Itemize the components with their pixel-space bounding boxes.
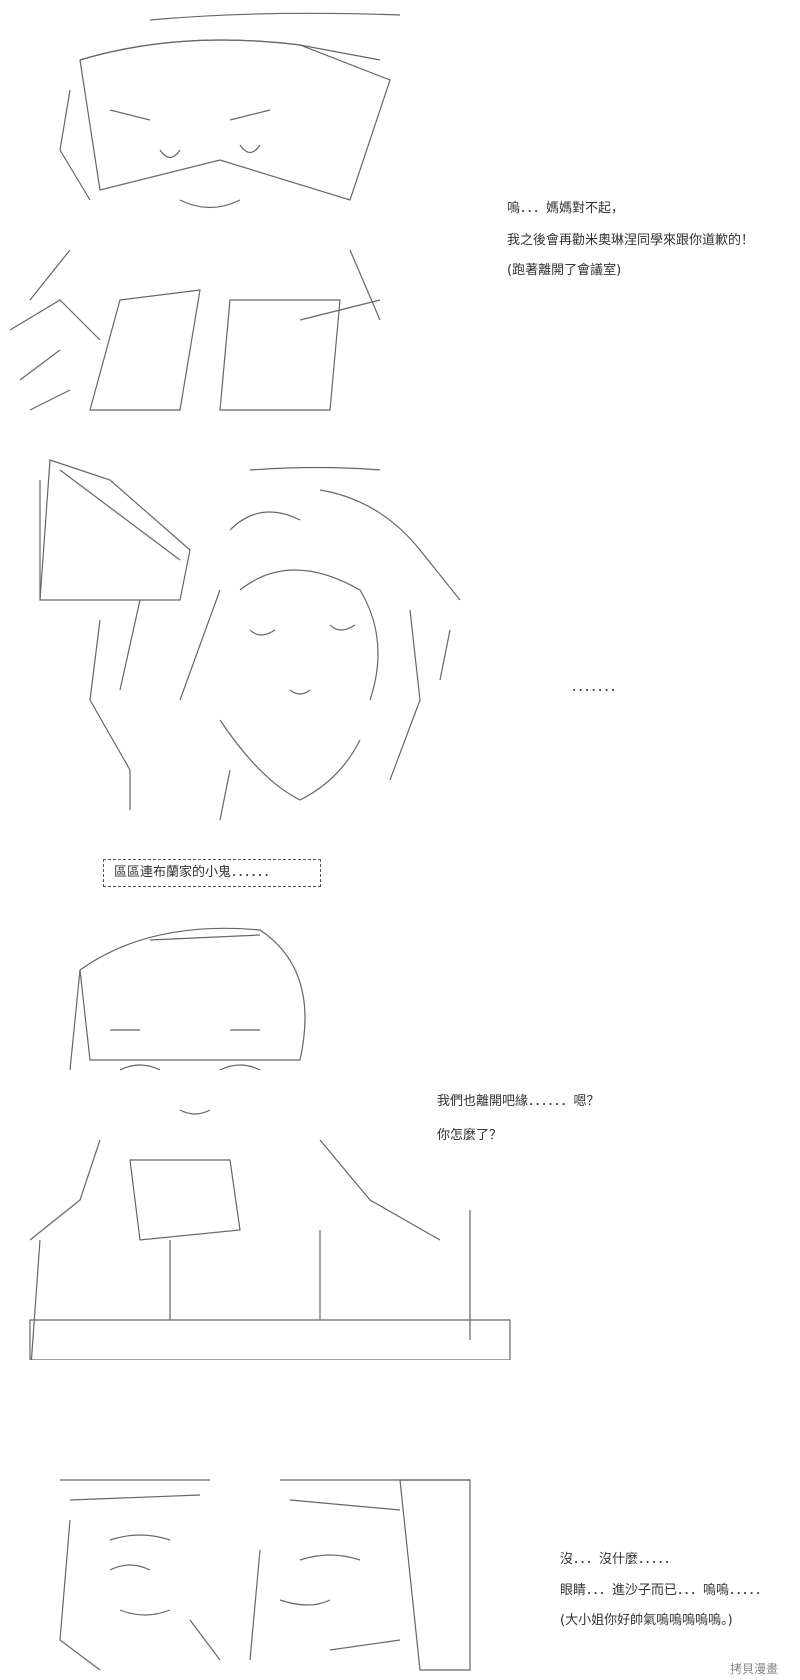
ascii-art-girl-wings <box>0 440 520 840</box>
dialogue-line: 嗚．．．媽媽對不起， <box>507 201 625 216</box>
caption-box: 區區連布蘭家的小鬼．．．．．． <box>103 859 321 887</box>
dialogue-line: 我之後會再勸米奧琳涅同學來跟你道歉的！ <box>507 233 755 248</box>
watermark: 拷貝漫畫 <box>730 1662 779 1676</box>
dialogue-line: (大小姐你好帥氣嗚嗚嗚嗚嗚。) <box>560 1613 733 1628</box>
ascii-art-two-faces <box>0 1460 490 1680</box>
dialogue-line: 你怎麼了？ <box>437 1128 503 1143</box>
dialogue-line: 沒．．．沒什麼．．．．． <box>560 1552 678 1567</box>
dialogue-line: 眼睛．．．進沙子而已．．．嗚嗚．．．．． <box>560 1583 769 1598</box>
ascii-art-girl-closeup <box>0 900 530 1360</box>
dialogue-line: 我們也離開吧緣．．．．．．嗯？ <box>437 1094 600 1109</box>
ellipsis-line: ．．．．．．． <box>571 680 624 695</box>
ascii-art-crying-girl <box>0 0 420 420</box>
dialogue-line: (跑著離開了會議室) <box>507 263 622 278</box>
